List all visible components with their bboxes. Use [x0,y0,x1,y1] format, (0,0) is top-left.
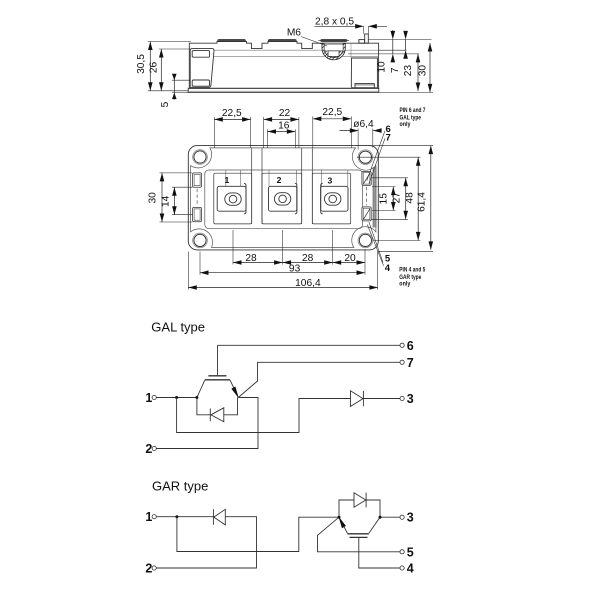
svg-text:3: 3 [407,511,414,525]
svg-text:22,5: 22,5 [322,107,342,118]
svg-text:2: 2 [145,442,152,456]
svg-text:4: 4 [407,562,414,576]
svg-text:only: only [400,121,412,128]
svg-text:5: 5 [385,253,391,264]
svg-text:5: 5 [160,101,171,107]
svg-text:7: 7 [385,133,390,144]
svg-text:3: 3 [407,392,414,406]
svg-text:30: 30 [147,192,158,204]
svg-text:2: 2 [145,562,152,576]
svg-text:26: 26 [149,62,160,74]
svg-text:93: 93 [289,263,301,274]
svg-text:GAL type: GAL type [400,115,422,122]
svg-text:10: 10 [376,61,387,73]
svg-text:1: 1 [225,175,230,185]
svg-text:30: 30 [418,65,429,77]
svg-text:27: 27 [391,192,402,204]
svg-text:22,5: 22,5 [222,108,242,119]
svg-text:PIN 6 and 7: PIN 6 and 7 [400,107,426,114]
svg-text:16: 16 [278,121,290,132]
svg-text:5: 5 [407,545,414,559]
svg-text:20: 20 [344,253,356,264]
svg-text:4: 4 [385,263,391,274]
svg-text:1: 1 [145,510,152,524]
svg-text:PIN 4 and 5: PIN 4 and 5 [399,267,425,274]
svg-text:28: 28 [302,253,314,264]
svg-text:3: 3 [328,176,333,186]
svg-text:61,4: 61,4 [417,192,428,212]
svg-text:23: 23 [403,65,414,77]
svg-text:2,8 x 0,5: 2,8 x 0,5 [315,16,354,27]
svg-text:15: 15 [379,193,390,205]
svg-text:M6: M6 [287,27,301,38]
svg-text:48: 48 [405,192,416,204]
svg-text:14: 14 [160,195,171,207]
svg-text:GAR type: GAR type [152,478,208,493]
svg-text:22: 22 [279,108,291,119]
svg-text:30,5: 30,5 [136,54,147,74]
svg-text:6: 6 [407,339,414,353]
svg-text:1: 1 [145,391,152,405]
svg-text:106,4: 106,4 [295,278,321,289]
svg-text:only: only [399,280,411,287]
svg-text:6: 6 [385,124,390,135]
svg-text:2: 2 [277,175,282,185]
svg-text:28: 28 [245,253,257,264]
svg-text:GAL type: GAL type [151,320,205,335]
svg-text:ø6,4: ø6,4 [353,119,374,130]
svg-text:7: 7 [390,67,401,73]
svg-text:GAR type: GAR type [399,274,421,281]
svg-text:7: 7 [407,356,414,370]
